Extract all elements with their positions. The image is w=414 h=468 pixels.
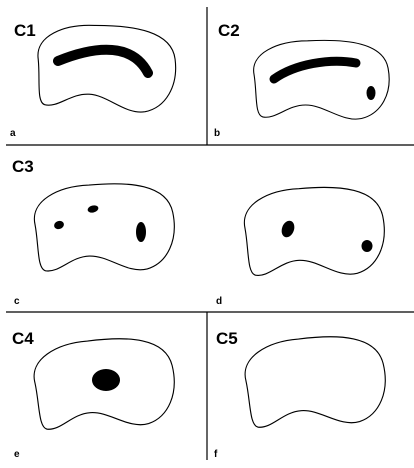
marker-spot: [361, 240, 373, 252]
marker-spot: [87, 205, 99, 213]
panel-label-b: b: [214, 128, 220, 139]
panel-header-c1: C1: [14, 21, 36, 40]
marker-spot: [54, 220, 64, 230]
panel-label-c: c: [14, 296, 20, 307]
cell-outline: [29, 172, 181, 285]
cell-outline: [239, 323, 393, 442]
panel-label-d: d: [216, 296, 222, 307]
marker-spot: [366, 86, 376, 100]
panel-header-c4: C4: [12, 329, 34, 348]
marker-band: [269, 56, 361, 84]
panel-label-a: a: [10, 128, 16, 139]
marker-spot: [92, 369, 120, 391]
marker-band: [53, 44, 153, 78]
cell-outline: [239, 176, 391, 290]
panel-header-c2: C2: [218, 21, 240, 40]
panel-f: C5 f: [214, 323, 393, 460]
panel-e: C4 e: [12, 325, 182, 460]
panel-label-e: e: [14, 449, 20, 460]
cell-outline: [35, 20, 179, 118]
panel-header-c3: C3: [12, 157, 34, 176]
panel-b: C2 b: [214, 21, 395, 139]
panel-label-f: f: [214, 449, 218, 460]
panel-c: C3 c: [12, 157, 181, 307]
marker-spot: [281, 220, 295, 238]
panel-header-c5: C5: [216, 329, 238, 348]
panel-a: C1 a: [10, 20, 179, 139]
marker-spot: [136, 222, 146, 242]
panel-d: d: [216, 176, 391, 307]
